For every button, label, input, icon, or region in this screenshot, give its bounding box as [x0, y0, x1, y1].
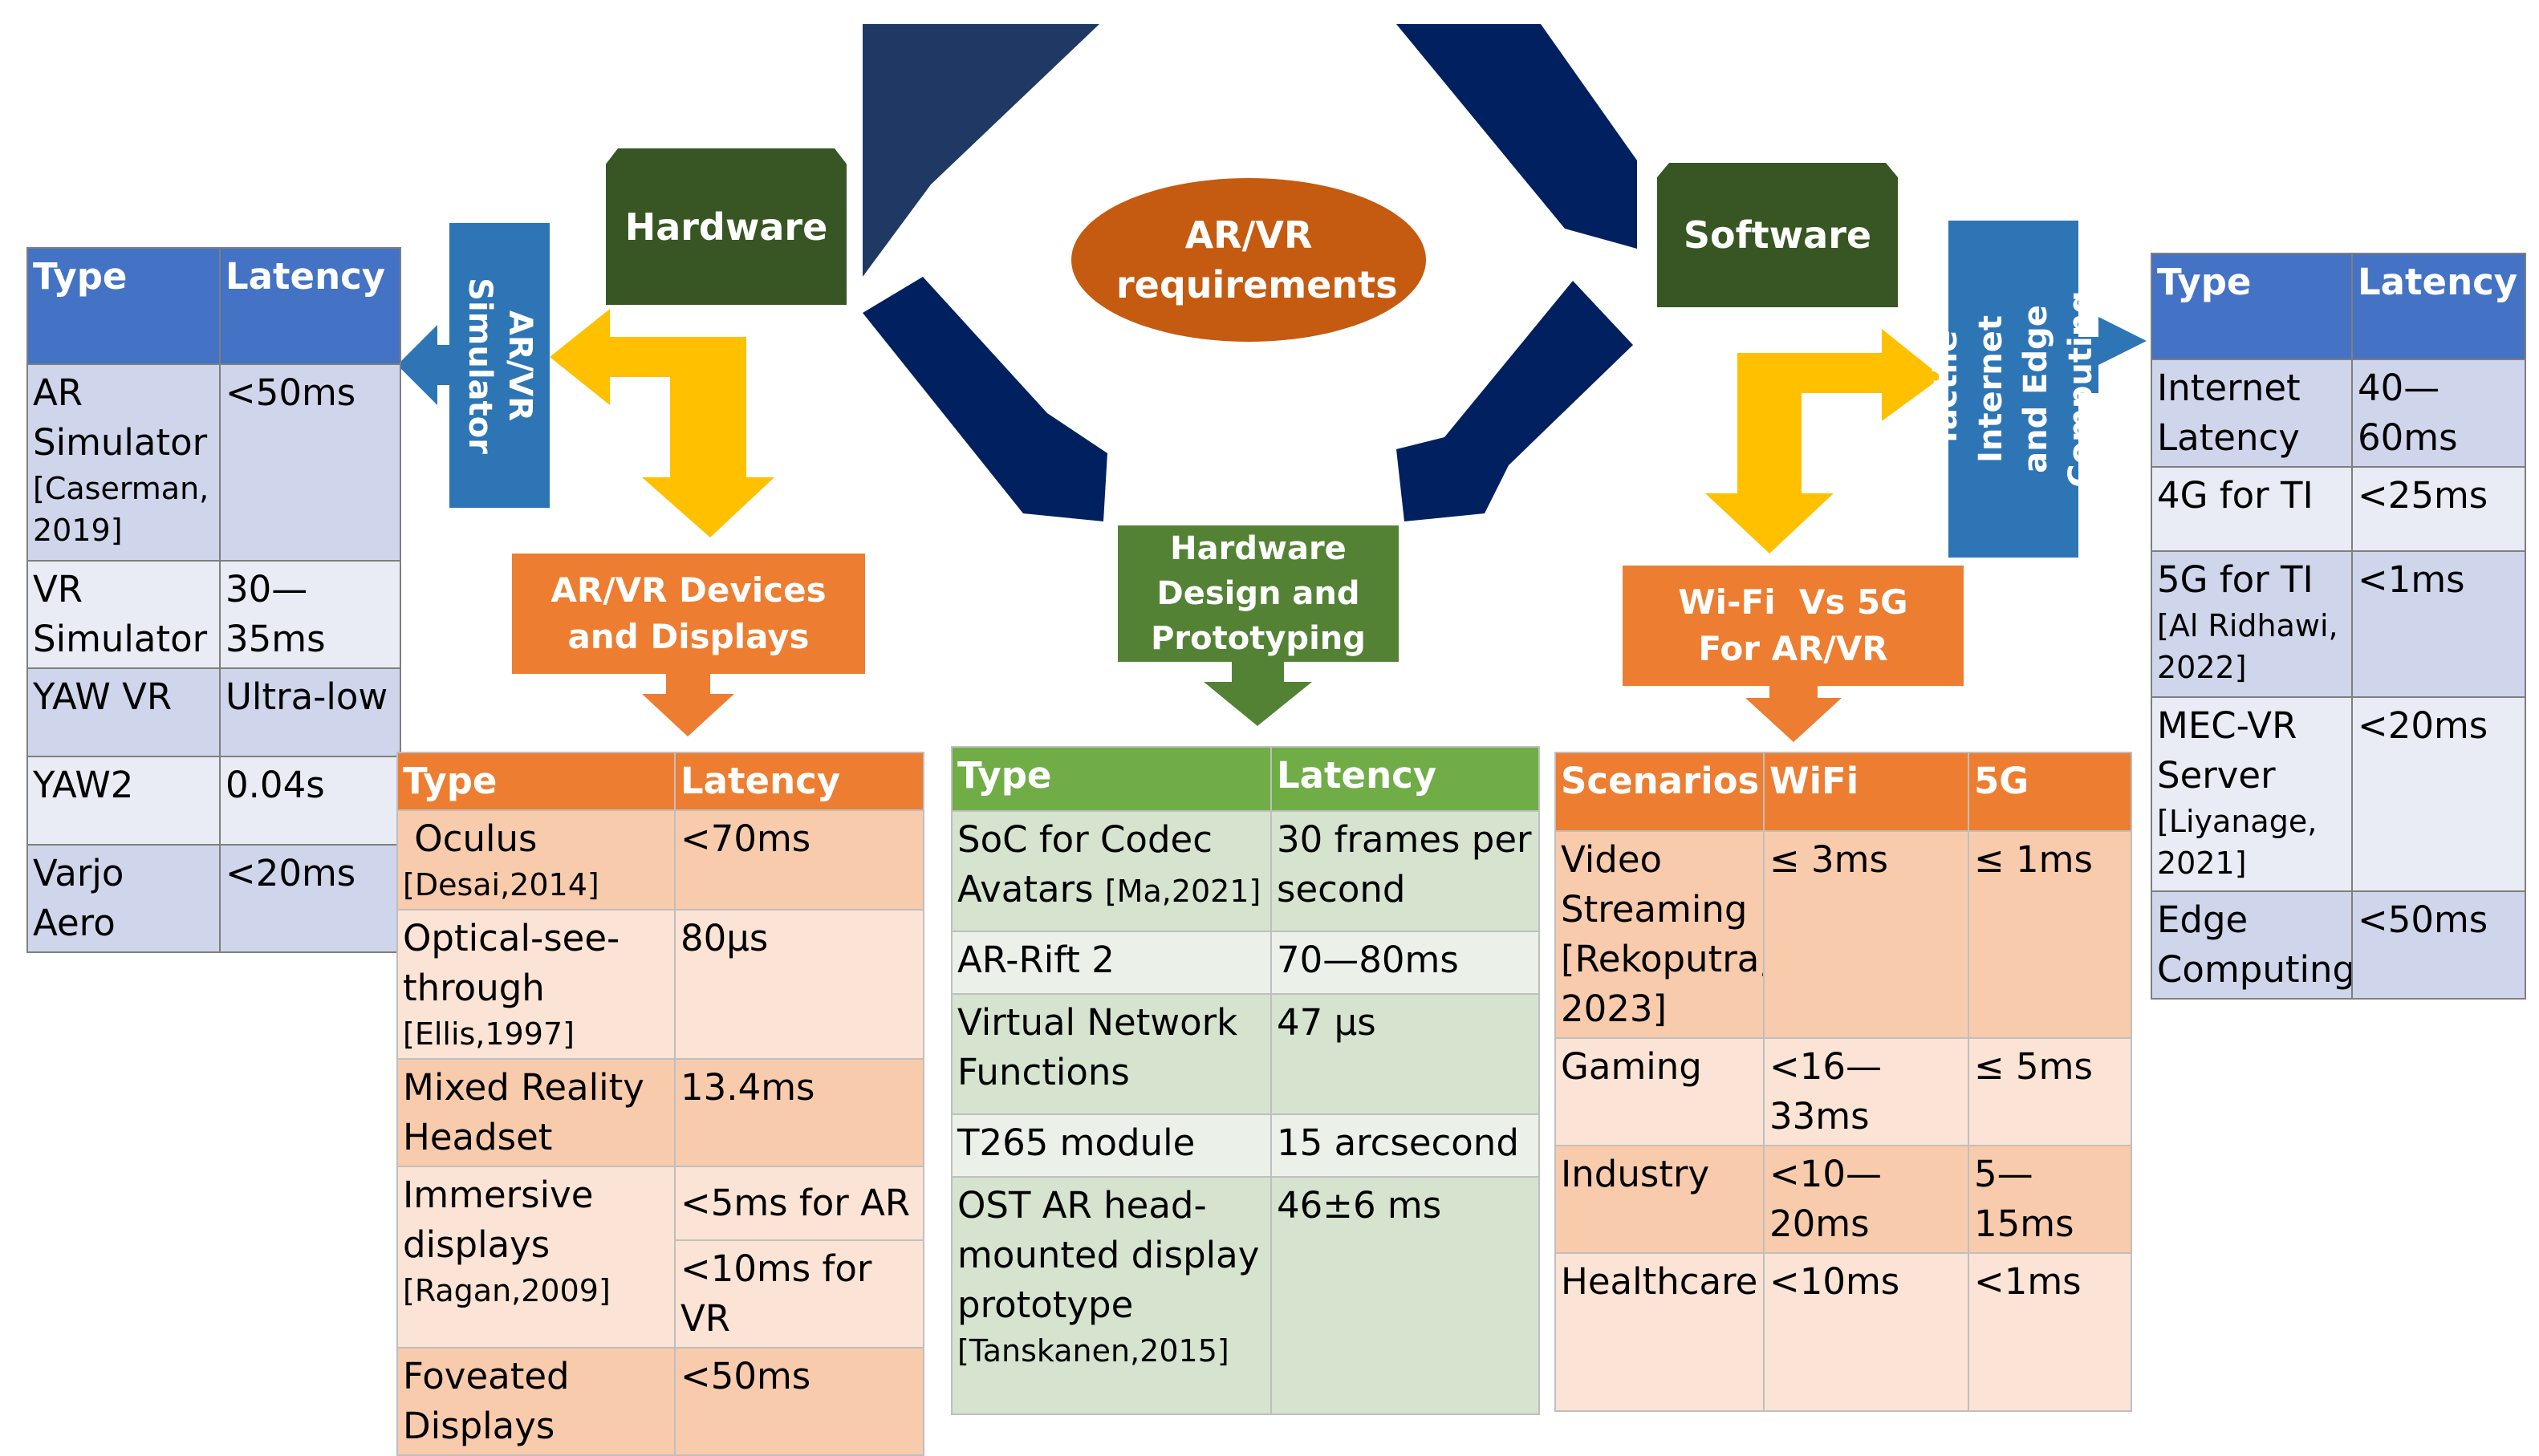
table-cell: ≤ 1ms	[1968, 830, 2132, 1039]
table-cell: 30—35ms	[219, 560, 401, 669]
table-header: WiFi	[1763, 752, 1969, 832]
table-cell: Mixed Reality Headset	[396, 1058, 676, 1167]
table-cell: <10ms for VR	[674, 1239, 924, 1349]
blue-arrow-to-tactile	[2078, 317, 2147, 413]
table-cell: Healthcare	[1554, 1252, 1765, 1412]
hardware-label: Hardware	[624, 205, 828, 249]
central-title-oval: AR/VR requirements	[1071, 178, 1426, 342]
orange-arrow-wifi5g	[1745, 686, 1842, 742]
table-cell: AR Simulator[Caserman, 2019]	[26, 363, 221, 562]
table-cell: <1ms	[2351, 550, 2526, 698]
devices-table: Type Latency Oculus[Desai,2014] <70ms Op…	[396, 752, 924, 1456]
table-cell: ≤ 5ms	[1968, 1037, 2132, 1146]
table-header: Latency	[219, 247, 401, 365]
design-table: Type Latency SoC for Codec Avatars [Ma,2…	[951, 746, 1540, 1415]
table-cell: <50ms	[2351, 890, 2526, 1000]
tactile-table: Type Latency Internet Latency 40—60ms 4G…	[2151, 253, 2526, 1000]
simulator-table: Type Latency AR Simulator[Caserman, 2019…	[26, 247, 401, 953]
simulator-box: AR/VR Simulator	[449, 223, 550, 508]
hardware-box: Hardware	[606, 148, 847, 305]
table-cell: VR Simulator	[26, 560, 221, 669]
table-header: Type	[2151, 253, 2353, 360]
blue-arrow-to-simulator	[397, 325, 449, 405]
table-cell: 80µs	[674, 909, 924, 1060]
software-box: Software	[1657, 163, 1898, 307]
table-cell: 47 µs	[1270, 993, 1540, 1115]
navy-arrow-to-design-left	[863, 277, 1107, 521]
design-box: Hardware Design and Prototyping	[1118, 525, 1399, 662]
table-cell: Industry	[1554, 1145, 1765, 1254]
table-header: Type	[396, 752, 676, 811]
table-header: Latency	[674, 752, 924, 811]
central-title: AR/VR requirements	[1116, 213, 1398, 306]
table-cell: YAW2	[26, 756, 221, 846]
table-cell: Ultra-low	[219, 667, 401, 757]
table-cell: <70ms	[674, 809, 924, 911]
table-cell: <20ms	[219, 844, 401, 953]
design-label: Hardware Design and Prototyping	[1151, 530, 1366, 657]
table-cell: OST AR head-mounted display prototype[Ta…	[951, 1176, 1272, 1415]
gold-arrow-software	[1705, 329, 1942, 554]
table-cell: Immersive displays[Ragan,2009]	[396, 1166, 676, 1349]
table-cell: <10—20ms	[1763, 1145, 1969, 1254]
green-arrow-design	[1204, 662, 1312, 726]
table-header: Latency	[2351, 253, 2526, 360]
table-cell: MEC-VR Server[Liyanage, 2021]	[2151, 696, 2353, 892]
table-cell: 5G for TI[Al Ridhawi, 2022]	[2151, 550, 2353, 698]
software-label: Software	[1683, 213, 1872, 257]
table-header: Type	[951, 746, 1272, 812]
table-cell: <1ms	[1968, 1252, 2132, 1412]
table-cell: <25ms	[2351, 466, 2526, 552]
wifi5g-box: Wi-Fi Vs 5G For AR/VR	[1623, 566, 1964, 686]
wifi5g-table: Scenarios WiFi 5G Video Streaming [Rekop…	[1554, 752, 2132, 1412]
orange-arrow-devices	[642, 674, 734, 736]
table-cell: <50ms	[674, 1347, 924, 1456]
table-header: Type	[26, 247, 221, 365]
table-header: 5G	[1968, 752, 2132, 832]
table-cell: Gaming	[1554, 1037, 1765, 1146]
table-cell: Video Streaming [Rekoputra, 2023]	[1554, 830, 1765, 1039]
table-cell: 30 frames per second	[1270, 810, 1540, 932]
navy-arrow-to-design-right	[1396, 281, 1633, 521]
table-cell: SoC for Codec Avatars [Ma,2021]	[951, 810, 1272, 932]
tactile-box: Tactile Internet and Edge Computing	[1928, 221, 2099, 558]
table-cell: Optical-see-through[Ellis,1997]	[396, 909, 676, 1060]
table-cell: 70—80ms	[1270, 931, 1540, 995]
table-cell: <10ms	[1763, 1252, 1969, 1412]
table-cell: 5—15ms	[1968, 1145, 2132, 1254]
wifi5g-label: Wi-Fi Vs 5G For AR/VR	[1678, 582, 1920, 668]
table-cell: Internet Latency	[2151, 359, 2353, 468]
table-cell: Foveated Displays	[396, 1347, 676, 1456]
table-cell: T265 module	[951, 1113, 1272, 1178]
table-cell: YAW VR	[26, 667, 221, 757]
table-header: Scenarios	[1554, 752, 1765, 832]
table-cell: 40—60ms	[2351, 359, 2526, 468]
tactile-label: Tactile Internet and Edge Computing	[1928, 290, 2099, 488]
table-cell: <16—33ms	[1763, 1037, 1969, 1146]
table-header: Latency	[1270, 746, 1540, 812]
table-cell: ≤ 3ms	[1763, 830, 1969, 1039]
table-cell: <5ms for AR	[674, 1166, 924, 1241]
table-cell: <50ms	[219, 363, 401, 562]
devices-label: AR/VR Devices and Displays	[550, 570, 827, 656]
table-cell: 13.4ms	[674, 1058, 924, 1167]
top-left-navy-arrow	[863, 24, 1099, 277]
table-cell: Edge Computing	[2151, 890, 2353, 1000]
simulator-label: AR/VR Simulator	[461, 277, 538, 454]
table-cell: Oculus[Desai,2014]	[396, 809, 676, 911]
table-cell: Virtual Network Functions	[951, 993, 1272, 1115]
table-cell: 4G for TI	[2151, 466, 2353, 552]
gold-arrow-hardware	[550, 309, 774, 537]
table-cell: 0.04s	[219, 756, 401, 846]
table-cell: <20ms	[2351, 696, 2526, 892]
table-cell: AR-Rift 2	[951, 931, 1272, 995]
table-cell: 46±6 ms	[1270, 1176, 1540, 1415]
table-cell: Varjo Aero	[26, 844, 221, 953]
devices-box: AR/VR Devices and Displays	[512, 554, 865, 674]
top-right-navy-arrow	[1396, 24, 1637, 249]
table-cell: 15 arcsecond	[1270, 1113, 1540, 1178]
